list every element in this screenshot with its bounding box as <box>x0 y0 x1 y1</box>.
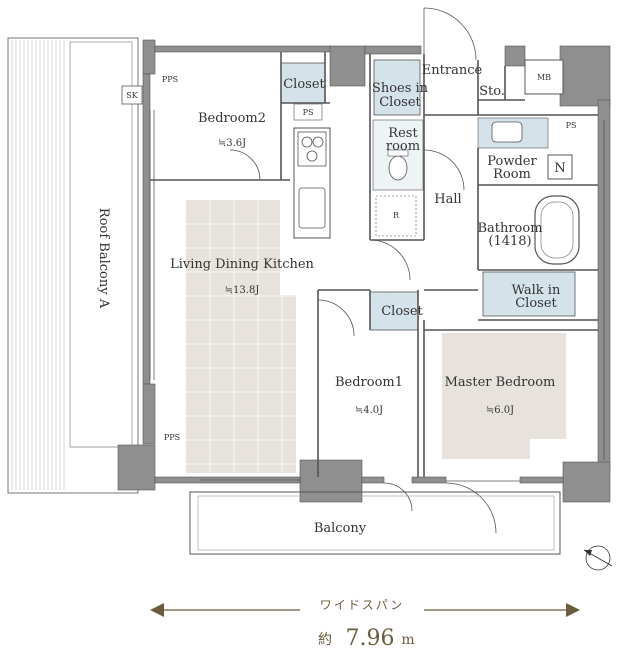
ldk-label: Living Dining Kitchen <box>170 257 314 272</box>
bathroom-label-1: Bathroom <box>477 221 542 236</box>
sk-box <box>121 85 143 105</box>
toilet-tank <box>387 149 409 157</box>
span-unit: m <box>401 632 414 648</box>
roof-balcony-label: Roof Balcony A <box>96 208 111 309</box>
master-size: ≒6.0J <box>486 405 514 416</box>
stove <box>297 131 327 167</box>
n-mark-box <box>547 154 573 180</box>
compass-icon <box>583 545 613 571</box>
ldk-floor-lower <box>186 295 296 473</box>
windows <box>149 110 605 482</box>
shoes-closet-fill <box>373 59 421 116</box>
burner <box>312 136 324 148</box>
shoes-closet-label-1: Shoes in <box>372 81 429 96</box>
ldk-floor <box>186 200 280 295</box>
bedroom1-label: Bedroom1 <box>335 375 403 390</box>
closet-top-label: Closet <box>283 77 325 92</box>
roof-balcony: Roof Balcony A <box>7 37 139 494</box>
master-floor <box>442 333 566 439</box>
walkin-label-2: Closet <box>515 296 557 311</box>
master-floor-ext <box>442 439 530 459</box>
span-label-bg <box>300 594 424 614</box>
ldk-tile-grid <box>186 200 296 473</box>
span-arrow-left <box>150 603 164 617</box>
burner <box>301 136 313 148</box>
burner <box>306 150 318 162</box>
entrance-label: Entrance <box>422 63 483 78</box>
powder-label-1: Powder <box>487 154 537 169</box>
refrigerator-space <box>375 195 417 237</box>
span-value: 7.96 <box>346 626 395 651</box>
restroom-label-2: room <box>386 139 420 154</box>
balcony-label: Balcony <box>314 521 367 536</box>
span-arrow-right <box>566 603 580 617</box>
pps-bottom-label: PPS <box>164 433 180 442</box>
pps-top-label: PPS <box>162 75 178 84</box>
bedroom1-size: ≒4.0J <box>355 405 383 416</box>
master-label: Master Bedroom <box>445 375 556 390</box>
restroom-label-1: Rest <box>388 126 418 141</box>
shoes-closet-label-2: Closet <box>379 95 421 110</box>
balcony: Balcony <box>189 491 561 555</box>
powder-label-2: Room <box>493 167 531 182</box>
bathtub-inner <box>540 201 574 259</box>
kitchen-ps-box <box>293 103 323 121</box>
bedroom2-label: Bedroom2 <box>198 111 266 126</box>
partitions <box>150 52 598 477</box>
kitchen: PS <box>293 103 331 239</box>
mb-label: MB <box>537 73 551 82</box>
bedroom2-size: ≒3.6J <box>218 138 246 149</box>
width-span: ワイドスパン 約 7.96 m <box>150 594 580 651</box>
span-prefix: 約 <box>318 632 332 648</box>
walkin-label-1: Walk in <box>512 283 561 298</box>
ps-right-label: PS <box>566 121 577 130</box>
storage-label: Sto. <box>479 84 505 99</box>
span-label: ワイドスパン <box>320 598 405 612</box>
bathroom-label-2: (1418) <box>488 234 531 249</box>
hall-label: Hall <box>434 192 461 207</box>
sink <box>298 187 326 229</box>
n-mark-label: N <box>554 161 565 176</box>
doors <box>229 7 497 534</box>
roof-balcony-decking <box>11 40 65 490</box>
walkin-closet-fill <box>482 271 576 317</box>
sk-label: SK <box>126 91 138 100</box>
ldk-size: ≒13.8J <box>225 285 260 296</box>
bathtub <box>534 195 580 265</box>
refrigerator-label: R <box>393 211 400 220</box>
closet-mid-label: Closet <box>381 304 423 319</box>
toilet-icon <box>388 155 408 181</box>
mb-box <box>524 59 564 95</box>
washbasin <box>491 121 523 143</box>
ps-kitchen-label: PS <box>303 108 314 117</box>
closet-mid-fill <box>369 291 419 331</box>
